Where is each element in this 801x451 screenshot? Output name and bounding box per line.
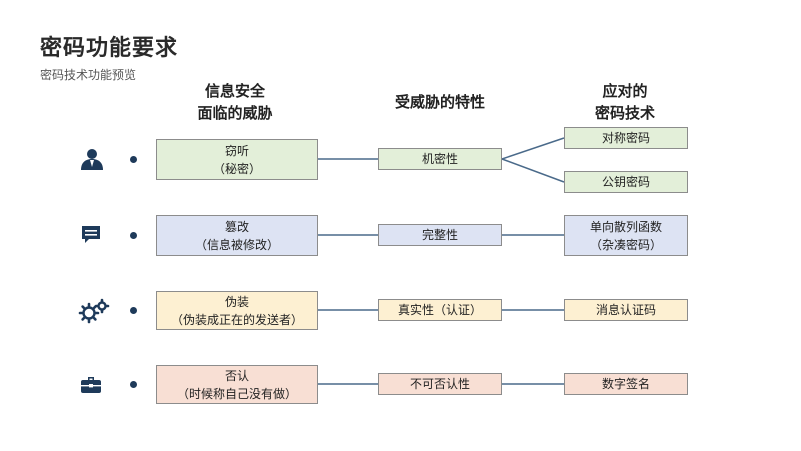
technique-box-signature: 数字签名 (564, 373, 688, 395)
property-box-integrity: 完整性 (378, 224, 502, 246)
page-subtitle: 密码技术功能预览 (40, 68, 137, 82)
row-bullet (130, 381, 137, 388)
gears-icon (78, 298, 110, 324)
property-box-authenticity: 真实性（认证） (378, 299, 502, 321)
message-bubble-icon (82, 226, 100, 243)
briefcase-icon (81, 377, 101, 393)
connector-line (501, 137, 565, 160)
connector-line (501, 158, 565, 183)
property-box-confidentiality: 机密性 (378, 148, 502, 170)
threat-box-repudiation: 否认 （时候称自己没有做） (156, 365, 318, 404)
threat-box-spoof: 伪装 （伪装成正在的发送者） (156, 291, 318, 330)
header-threats: 信息安全 面临的威胁 (197, 82, 273, 122)
technique-box-public-key: 公钥密码 (564, 171, 688, 193)
row-bullet (130, 156, 137, 163)
header-properties: 受威胁的特性 (394, 93, 485, 111)
row-bullet (130, 307, 137, 314)
threat-box-tamper: 篡改 （信息被修改） (156, 215, 318, 256)
header-techniques: 应对的 密码技术 (594, 82, 655, 122)
page-title: 密码功能要求 (40, 36, 179, 61)
eavesdropper-person-icon (81, 149, 103, 170)
technique-box-mac: 消息认证码 (564, 299, 688, 321)
technique-box-symmetric: 对称密码 (564, 127, 688, 149)
property-box-non-repudiation: 不可否认性 (378, 373, 502, 395)
row-bullet (130, 232, 137, 239)
threat-box-eavesdrop: 窃听 （秘密） (156, 139, 318, 180)
technique-box-hash: 单向散列函数 （杂凑密码） (564, 215, 688, 256)
